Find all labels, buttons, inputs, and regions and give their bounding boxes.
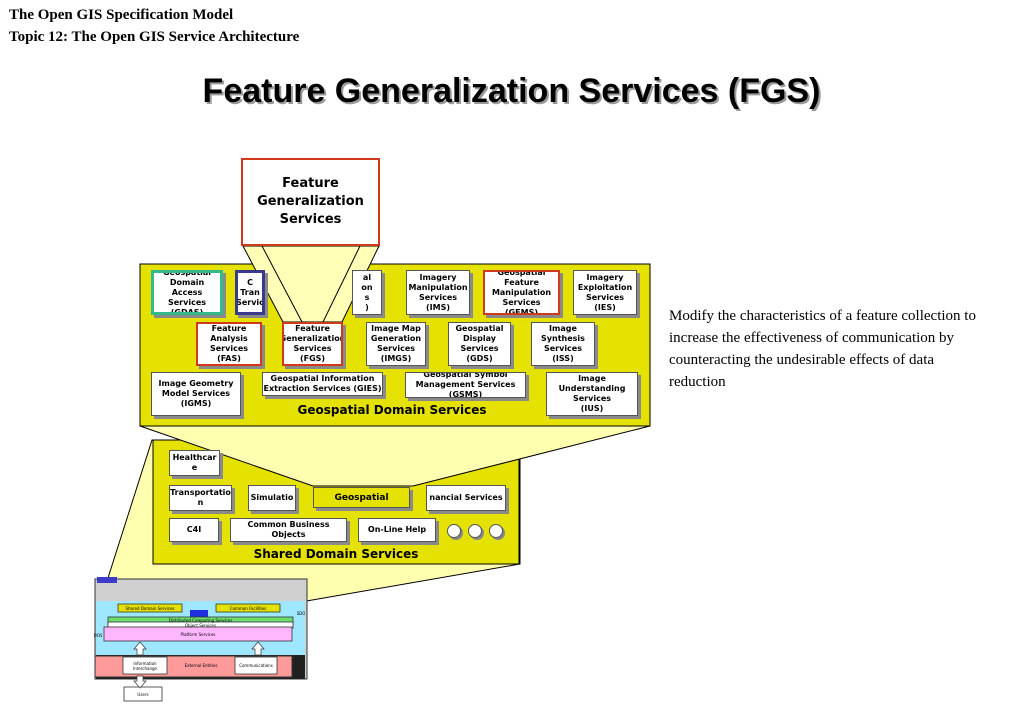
gfms-box: Geospatial Feature Manipulation Services… xyxy=(483,270,560,315)
financial-services-box: nancial Services xyxy=(426,485,506,511)
ies-box: Imagery Exploitation Services (IES) xyxy=(573,270,637,315)
imgs-box: Image Map Generation Services (IMGS) xyxy=(366,322,426,366)
gdas-box: Geospatial Domain Access Services (GDAS) xyxy=(151,270,223,315)
gies-box: Geospatial Information Extraction Servic… xyxy=(262,372,383,396)
gsms-box: Geospatial Symbol Management Services (G… xyxy=(405,372,526,398)
geospatial-domain-label: Geospatial Domain Services xyxy=(297,403,487,417)
gcs-box-partial: al on s ) xyxy=(352,270,382,315)
igms-box: Image Geometry Model Services (IGMS) xyxy=(151,372,241,416)
arch-information-interchange: Information Interchange xyxy=(132,660,158,671)
header-line-2: Topic 12: The Open GIS Service Architect… xyxy=(9,29,300,45)
description-text: Modify the characteristics of a feature … xyxy=(669,308,976,390)
placeholder-circle-3 xyxy=(489,524,503,538)
ius-box: Image Understanding Services (IUS) xyxy=(546,372,638,416)
arch-distributed-computing: Distributed Computing Services xyxy=(168,617,233,623)
gcts-box-partial: C Tran Servic xyxy=(235,270,265,315)
gds-box: Geospatial Display Services (GDS) xyxy=(448,322,511,366)
placeholder-circle-1 xyxy=(447,524,461,538)
iss-box: Image Synthesis Services (ISS) xyxy=(531,322,595,366)
feature-generalization-callout: Feature Generalization Services xyxy=(241,158,380,246)
header-line-1: The Open GIS Specification Model xyxy=(9,7,234,23)
online-help-box: On-Line Help xyxy=(358,518,436,542)
arch-external-entities: External Entities xyxy=(184,663,218,668)
arch-platform-services: Platform Services xyxy=(180,631,216,637)
placeholder-circle-2 xyxy=(468,524,482,538)
ims-box: Imagery Manipulation Services (IMS) xyxy=(406,270,470,315)
common-business-objects-box: Common Business Objects xyxy=(230,518,347,542)
geospatial-box: Geospatial xyxy=(313,487,410,508)
slide-title: Feature Generalization Services (FGS) xyxy=(202,72,821,110)
arch-common-facilities: Common Facilities xyxy=(229,605,267,611)
arch-side-right: SDO xyxy=(297,610,305,616)
fas-box: Feature Analysis Services (FAS) xyxy=(196,322,262,366)
transportation-box: Transportatio n xyxy=(169,485,232,511)
healthcare-box: Healthcar e xyxy=(169,450,220,476)
arch-object-services: Object Services xyxy=(184,622,217,628)
arch-side-left: OOS xyxy=(94,632,102,638)
simulation-box: Simulatio xyxy=(248,485,296,511)
arch-communications: Communications xyxy=(239,663,273,668)
arch-shared-domain: Shared Domain Services xyxy=(125,605,175,611)
arch-users: Users xyxy=(137,691,149,697)
fgs-box: Feature Generalization Services (FGS) xyxy=(282,322,343,366)
c4i-box: C4I xyxy=(169,518,219,542)
shared-domain-label: Shared Domain Services xyxy=(253,547,419,561)
